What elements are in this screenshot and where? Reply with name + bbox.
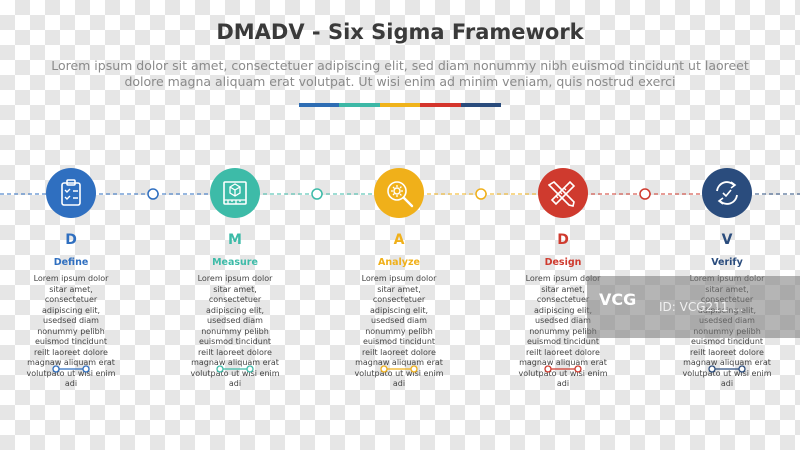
- timeline-line: [0, 188, 800, 200]
- step-label: Verify: [711, 257, 743, 268]
- timeline-node-circle: [475, 188, 487, 200]
- step-circle: [374, 168, 424, 218]
- timeline-node-circle: [639, 188, 651, 200]
- color-bar-segment: [339, 103, 380, 107]
- step-label: Analyze: [378, 257, 420, 268]
- link-connector-icon: [380, 365, 418, 373]
- watermark-text: ID: VCG211 ...: [659, 300, 744, 314]
- color-bar-segment: [299, 103, 340, 107]
- color-bar-segment: [420, 103, 461, 107]
- step-letter: D: [65, 232, 77, 248]
- color-bar-segment: [460, 103, 502, 107]
- step-circle: [210, 168, 260, 218]
- page-subtitle: Lorem ipsum dolor sit amet, consectetuer…: [51, 58, 749, 89]
- title-color-bar: [299, 103, 502, 107]
- pencil-ruler-icon: [548, 180, 576, 207]
- step-circle: [46, 168, 96, 218]
- watermark: VCG ID: VCG211 ...: [587, 276, 800, 338]
- step-letter: A: [393, 232, 405, 248]
- page-title: DMADV - Six Sigma Framework: [216, 20, 584, 44]
- timeline-node-circle: [147, 188, 159, 200]
- step-circle: [538, 168, 588, 218]
- step-description: Lorem ipsum dolor sitar amet, consectetu…: [190, 274, 280, 388]
- step-circle: [702, 168, 752, 218]
- step-letter: V: [721, 232, 733, 248]
- link-connector-icon: [216, 365, 254, 373]
- step-label: Design: [544, 257, 582, 268]
- refresh-check-icon: [716, 181, 738, 205]
- step-label: Measure: [212, 257, 258, 268]
- color-bar-segment: [379, 103, 421, 107]
- link-connector-icon: [52, 365, 90, 373]
- measurement-board-icon: [223, 181, 247, 205]
- clipboard-checklist-icon: [61, 179, 81, 206]
- timeline-node-circle: [311, 188, 323, 200]
- step-letter: M: [228, 232, 242, 248]
- step-description: Lorem ipsum dolor sitar amet, consectetu…: [26, 274, 116, 388]
- watermark-logo: VCG: [599, 290, 637, 309]
- step-description: Lorem ipsum dolor sitar amet, consectetu…: [518, 274, 608, 388]
- step-label: Define: [53, 257, 89, 268]
- link-connector-icon: [708, 365, 746, 373]
- step-description: Lorem ipsum dolor sitar amet, consectetu…: [354, 274, 444, 388]
- link-connector-icon: [544, 365, 582, 373]
- magnifier-gear-icon: [387, 181, 414, 208]
- step-letter: D: [557, 232, 569, 248]
